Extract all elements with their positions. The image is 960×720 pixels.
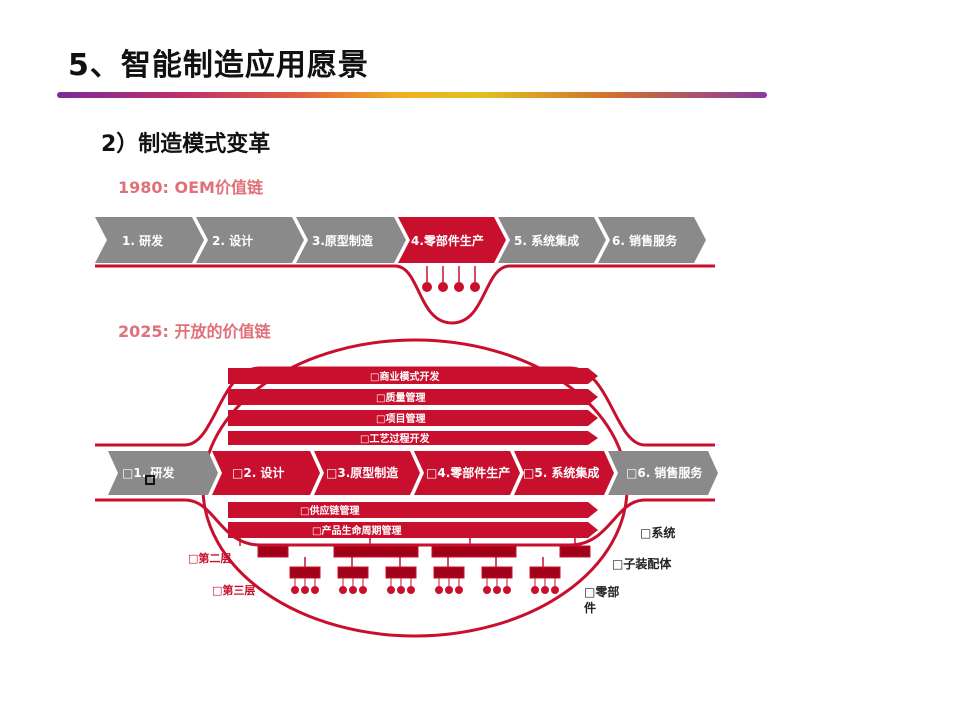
- top-parts: [422, 266, 480, 292]
- top-chain-label-6: 6. 销售服务: [612, 233, 678, 248]
- lower-bulge: [95, 498, 715, 547]
- tier-three-block-6: [529, 566, 561, 579]
- bottom-chain-step-6: [608, 451, 718, 495]
- top-chain: 1. 研发 2. 设计 3.原型制造 4.零部件生产 5. 系统集成 6. 销售…: [95, 217, 706, 263]
- right-label-parts: □零部: [584, 584, 619, 599]
- tier-three-block-3: [385, 566, 417, 579]
- tier-two-block-1: [257, 545, 289, 558]
- bottom-chain-step-1: [108, 451, 218, 495]
- tier-three-block-1: [289, 566, 321, 579]
- title-divider: [57, 92, 767, 98]
- bottom-chain-step-5: [514, 451, 614, 495]
- upper-bars: □商业模式开发 □质量管理 □项目管理 □工艺过程开发: [228, 368, 598, 445]
- tier-three-block-5: [481, 566, 513, 579]
- top-chain-step-6: [598, 217, 706, 263]
- top-chain-step-2: [196, 217, 304, 263]
- left-label-tier3: □第三层: [212, 583, 255, 597]
- right-label-subassembly: □子装配体: [612, 556, 672, 571]
- right-label-parts-2: 件: [584, 600, 596, 615]
- lower-bar-label-2: □产品生命周期管理: [312, 524, 401, 537]
- slide-title: 5、智能制造应用愿景: [68, 48, 369, 83]
- upper-bar-4: [228, 431, 598, 445]
- top-chain-step-5: [498, 217, 606, 263]
- tier-two: [239, 538, 591, 558]
- bottom-chain: □1. 研发 □2. 设计 □3.原型制造 □4.零部件生产 □5. 系统集成 …: [108, 451, 718, 495]
- upper-bar-label-3: □项目管理: [376, 412, 425, 425]
- tier-three-block-4: [433, 566, 465, 579]
- top-chain-step-1: [95, 217, 204, 263]
- bottom-chain-label-4: □4.零部件生产: [426, 465, 510, 480]
- left-label-tier2: □第二层: [188, 551, 231, 565]
- parts-dots: [291, 578, 559, 594]
- top-chain-label-5: 5. 系统集成: [514, 233, 579, 248]
- bottom-chain-label-3: □3.原型制造: [326, 465, 399, 480]
- right-label-system: □系统: [640, 525, 675, 540]
- top-chain-label-3: 3.原型制造: [312, 233, 374, 248]
- top-chain-label-2: 2. 设计: [212, 233, 253, 248]
- bottom-chain-step-2: [212, 451, 320, 495]
- upper-bar-label-2: □质量管理: [376, 391, 425, 404]
- bottom-chain-label-5: □5. 系统集成: [523, 465, 599, 480]
- top-chain-label-1: 1. 研发: [122, 233, 164, 248]
- lower-bars: □供应链管理 □产品生命周期管理: [228, 502, 598, 538]
- lower-bar-label-1: □供应链管理: [300, 504, 359, 517]
- lower-bar-2: [228, 522, 598, 538]
- upper-bar-label-1: □商业模式开发: [370, 370, 440, 383]
- upper-bar-3: [228, 410, 598, 426]
- tier-three-block-2: [337, 566, 369, 579]
- top-heading: 1980: OEM价值链: [118, 178, 264, 197]
- top-chain-step-4: [398, 217, 506, 263]
- tier-two-block-3: [431, 545, 517, 558]
- bottom-chain-step-4: [414, 451, 520, 495]
- upper-bar-label-4: □工艺过程开发: [360, 432, 430, 445]
- top-chain-step-3: [296, 217, 406, 263]
- tier-two-block-2: [333, 545, 419, 558]
- bottom-chain-label-2: □2. 设计: [232, 465, 284, 480]
- tier-two-block-4: [559, 545, 591, 558]
- top-chain-label-4: 4.零部件生产: [411, 233, 484, 248]
- tier-three: [289, 557, 561, 579]
- cursor-marker: [145, 475, 155, 485]
- bottom-chain-label-1: □1. 研发: [122, 465, 175, 480]
- bottom-heading: 2025: 开放的价值链: [118, 322, 272, 341]
- bottom-chain-step-3: [314, 451, 420, 495]
- slide-subtitle: 2）制造模式变革: [101, 132, 271, 157]
- upper-bar-2: [228, 389, 598, 405]
- bottom-chain-label-6: □6. 销售服务: [626, 465, 703, 480]
- lower-bar-1: [228, 502, 598, 518]
- upper-bar-1: [228, 368, 598, 384]
- top-curve: [95, 264, 715, 325]
